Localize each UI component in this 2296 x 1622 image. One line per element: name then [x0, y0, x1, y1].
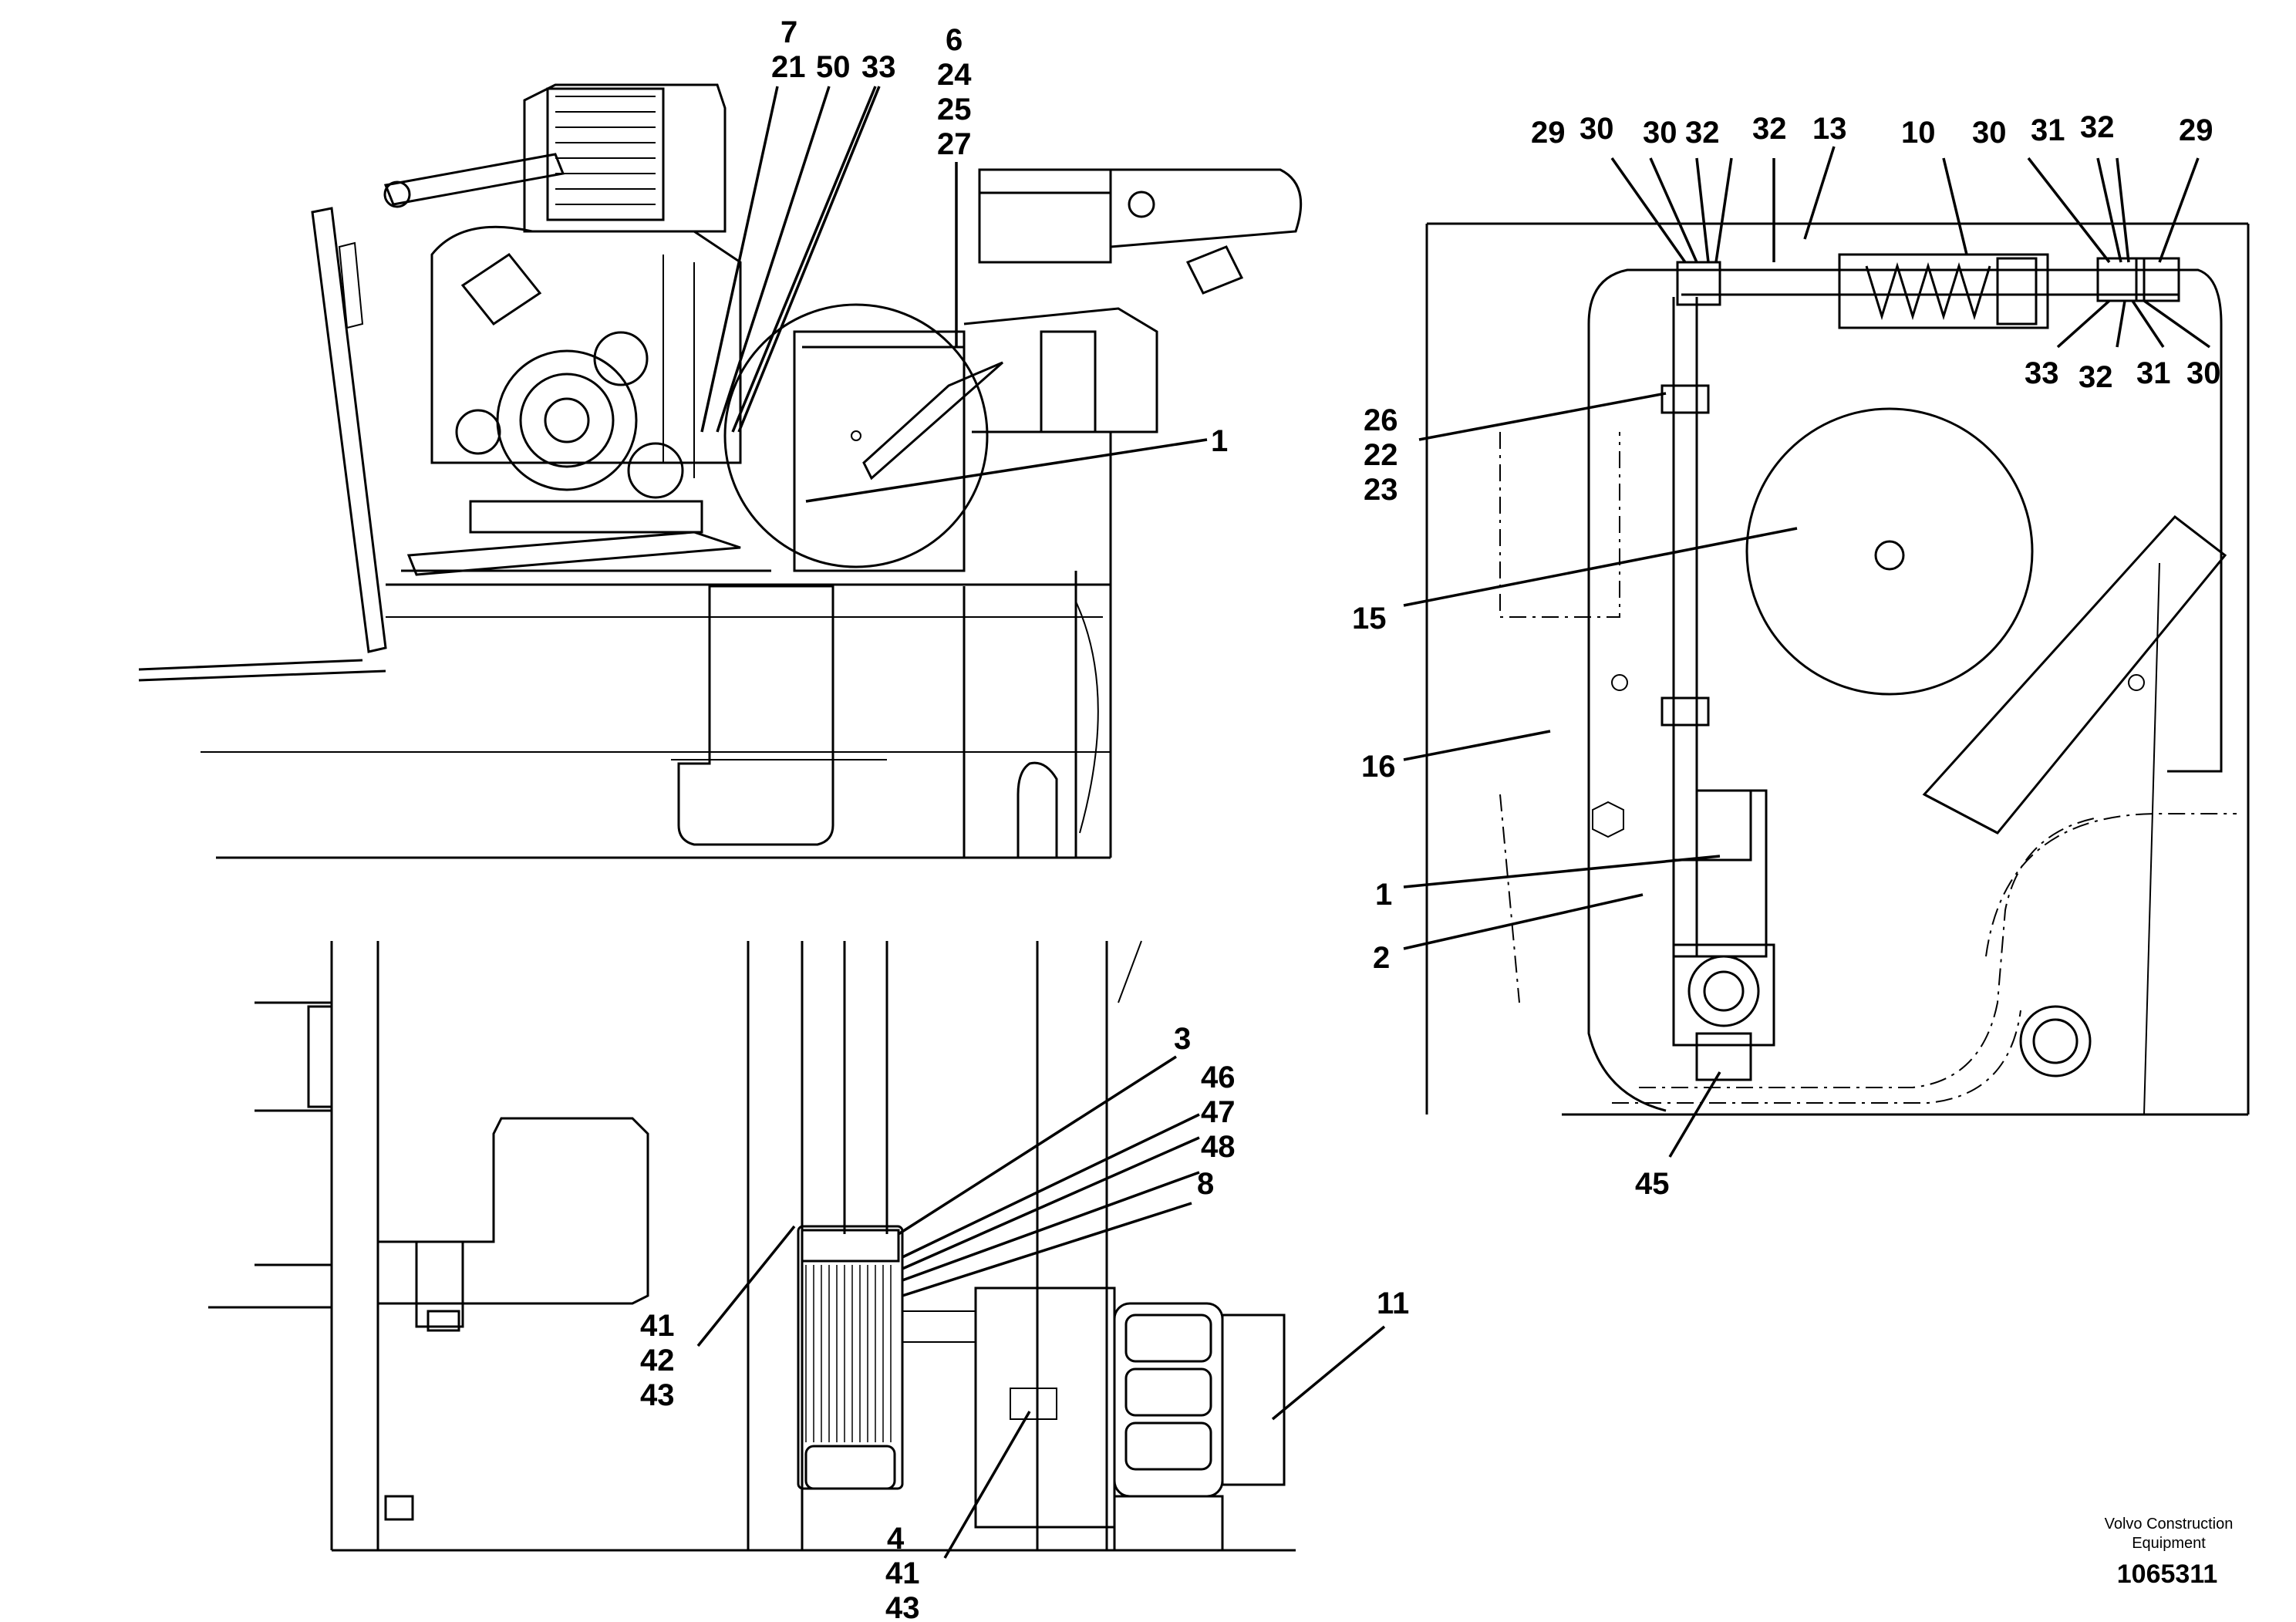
callout-33: 33	[2025, 356, 2059, 390]
callout-25: 25	[937, 93, 972, 126]
engine	[383, 83, 742, 576]
callout-16: 16	[1361, 750, 1396, 784]
callout-1: 1	[1375, 878, 1392, 912]
callout-27: 27	[937, 127, 972, 161]
brand-line-1: Volvo Construction	[2105, 1516, 2234, 1533]
callout-43: 43	[885, 1591, 920, 1622]
right-disc	[1745, 407, 2034, 696]
callout-21: 21	[771, 50, 806, 84]
callout-30: 30	[1580, 112, 1614, 146]
cooler-box	[902, 1286, 1286, 1552]
callout-50: 50	[816, 50, 851, 84]
callout-45: 45	[1635, 1167, 1670, 1201]
callout-2: 2	[1373, 941, 1390, 975]
callout-8: 8	[1197, 1167, 1214, 1201]
callouts-upper-left: 7 21 50 33 6 24 25 27 1	[771, 15, 1228, 458]
callout-15: 15	[1352, 602, 1387, 636]
callout-26: 26	[1364, 403, 1398, 437]
callout-30: 30	[1972, 116, 2007, 150]
callout-32: 32	[2080, 110, 2115, 144]
callout-6: 6	[946, 23, 963, 57]
callout-32: 32	[2079, 360, 2113, 394]
callout-32: 32	[1685, 116, 1720, 150]
callout-24: 24	[937, 58, 972, 92]
callout-47: 47	[1201, 1095, 1236, 1129]
callout-48: 48	[1201, 1130, 1236, 1164]
callout-10: 10	[1901, 116, 1936, 150]
callout-29: 29	[2179, 113, 2213, 147]
callout-11: 11	[1377, 1286, 1409, 1320]
callout-22: 22	[1364, 438, 1398, 472]
callout-30: 30	[2186, 356, 2221, 390]
spring-cylinder	[1838, 253, 2049, 329]
lower-left-view	[208, 940, 1296, 1552]
callout-23: 23	[1364, 473, 1398, 507]
footer: Volvo Construction Equipment 1065311	[2105, 1516, 2234, 1589]
upper-left-view	[138, 83, 1303, 859]
callout-41: 41	[640, 1309, 675, 1343]
callouts-lower-left: 3 46 47 48 8 41 42 43 11 4 41 43	[640, 1022, 1409, 1622]
reservoir-disc	[723, 168, 1303, 572]
callout-29: 29	[1531, 116, 1566, 150]
callout-43: 43	[640, 1378, 675, 1412]
callout-13: 13	[1812, 112, 1847, 146]
callout-4: 4	[887, 1522, 905, 1556]
callout-3: 3	[1174, 1022, 1191, 1056]
callout-30: 30	[1643, 116, 1677, 150]
callout-46: 46	[1201, 1061, 1236, 1094]
callout-1: 1	[1211, 424, 1228, 458]
callouts-right-detail: 29 30 30 32 32 13 10 30 31 32 29 33 32 3…	[1352, 110, 2221, 1201]
right-detail-view	[1425, 222, 2250, 1116]
callout-42: 42	[640, 1344, 675, 1378]
callout-33: 33	[861, 50, 896, 84]
leader-lines	[696, 86, 2211, 1559]
brand-line-2: Equipment	[2132, 1535, 2206, 1552]
callout-31: 31	[2136, 356, 2171, 390]
callout-31: 31	[2031, 113, 2065, 147]
callout-7: 7	[781, 15, 797, 49]
filter-element	[797, 1225, 904, 1490]
callout-32: 32	[1752, 112, 1787, 146]
document-number: 1065311	[2117, 1560, 2218, 1589]
callout-41: 41	[885, 1556, 920, 1590]
